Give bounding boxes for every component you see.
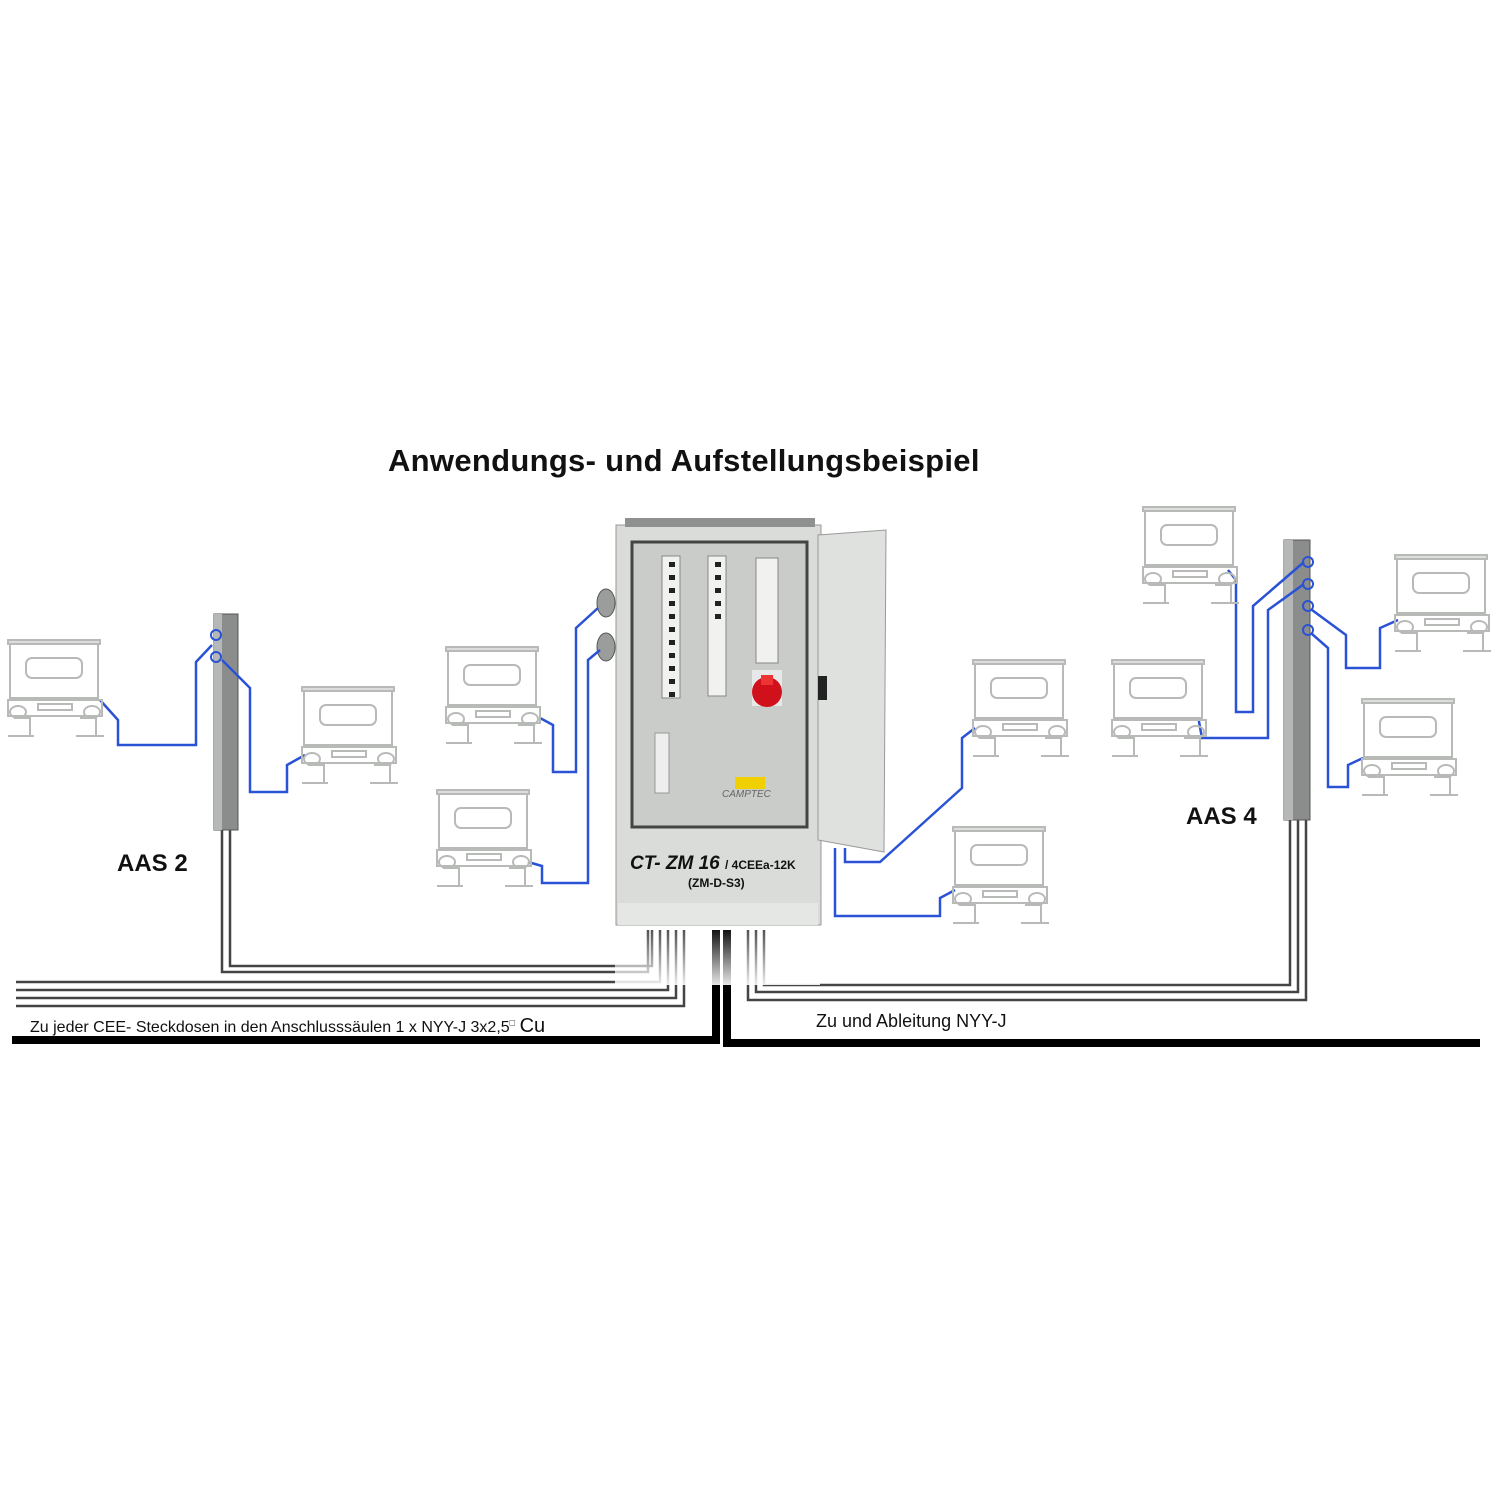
breaker-switch <box>669 601 675 606</box>
socket-icon <box>1302 600 1314 612</box>
caption-socket-cables: Zu jeder CEE- Steckdosen in den Anschlus… <box>30 1015 546 1037</box>
caravan-icon <box>7 639 104 737</box>
breaker-switch <box>715 562 721 567</box>
caption-left-unit: Cu <box>519 1015 546 1037</box>
post-label-aas4: AAS 4 <box>1186 803 1257 830</box>
socket-icon <box>1302 624 1314 636</box>
caravan-icon <box>972 659 1069 757</box>
post-aas4[interactable] <box>1283 539 1314 821</box>
caravan-icon <box>301 686 398 784</box>
distribution-cabinet[interactable] <box>596 518 887 926</box>
breaker-switch <box>715 588 721 593</box>
cabinet-variant-label: (ZM-D-S3) <box>688 876 745 890</box>
cee-socket-red[interactable] <box>752 670 782 707</box>
breaker-switch <box>669 575 675 580</box>
brand-logo: CAMPTEC <box>722 789 771 800</box>
post-label-aas2: AAS 2 <box>117 850 188 877</box>
caravan-icon <box>445 646 542 744</box>
post-aas2[interactable] <box>210 613 239 831</box>
caravan-icon <box>1142 506 1239 604</box>
breaker-switch <box>669 614 675 619</box>
breaker-switch <box>669 627 675 632</box>
caravan-icon <box>1394 554 1491 652</box>
cabinet-door <box>817 529 887 853</box>
caravan-icon <box>436 789 533 887</box>
breaker-switch <box>669 692 675 697</box>
breaker-switch <box>669 653 675 658</box>
side-cee-sockets <box>596 588 616 662</box>
terminal-block <box>654 732 670 794</box>
caravan-icon <box>1361 698 1458 796</box>
diagram-title: Anwendungs- und Aufstellungsbeispiel <box>388 443 980 478</box>
caption-left-text: Zu jeder CEE- Steckdosen in den Anschlus… <box>30 1019 510 1036</box>
socket-icon <box>210 651 222 663</box>
breaker-switch <box>715 614 721 619</box>
caravan-icon <box>1111 659 1208 757</box>
socket-icon <box>210 629 222 641</box>
breaker-switch <box>669 640 675 645</box>
breaker-switch <box>669 679 675 684</box>
cabinet-model-label: CT- ZM 16 / 4CEEa-12K <box>630 853 796 875</box>
breaker-switch <box>669 562 675 567</box>
breaker-switches <box>669 562 721 697</box>
model-name: CT- ZM 16 <box>630 853 720 874</box>
caravans <box>7 506 1491 924</box>
breaker-column <box>661 555 779 699</box>
connection-cables <box>99 561 1399 918</box>
breaker-switch <box>715 575 721 580</box>
caravan-icon <box>952 826 1049 924</box>
model-suffix: / 4CEEa-12K <box>725 858 796 872</box>
warning-label <box>735 777 765 789</box>
door-handle <box>818 676 827 700</box>
breaker-switch <box>715 601 721 606</box>
caption-supply-cable: Zu und Ableitung NYY-J <box>816 1011 1007 1031</box>
breaker-switch <box>669 666 675 671</box>
breaker-switch <box>669 588 675 593</box>
